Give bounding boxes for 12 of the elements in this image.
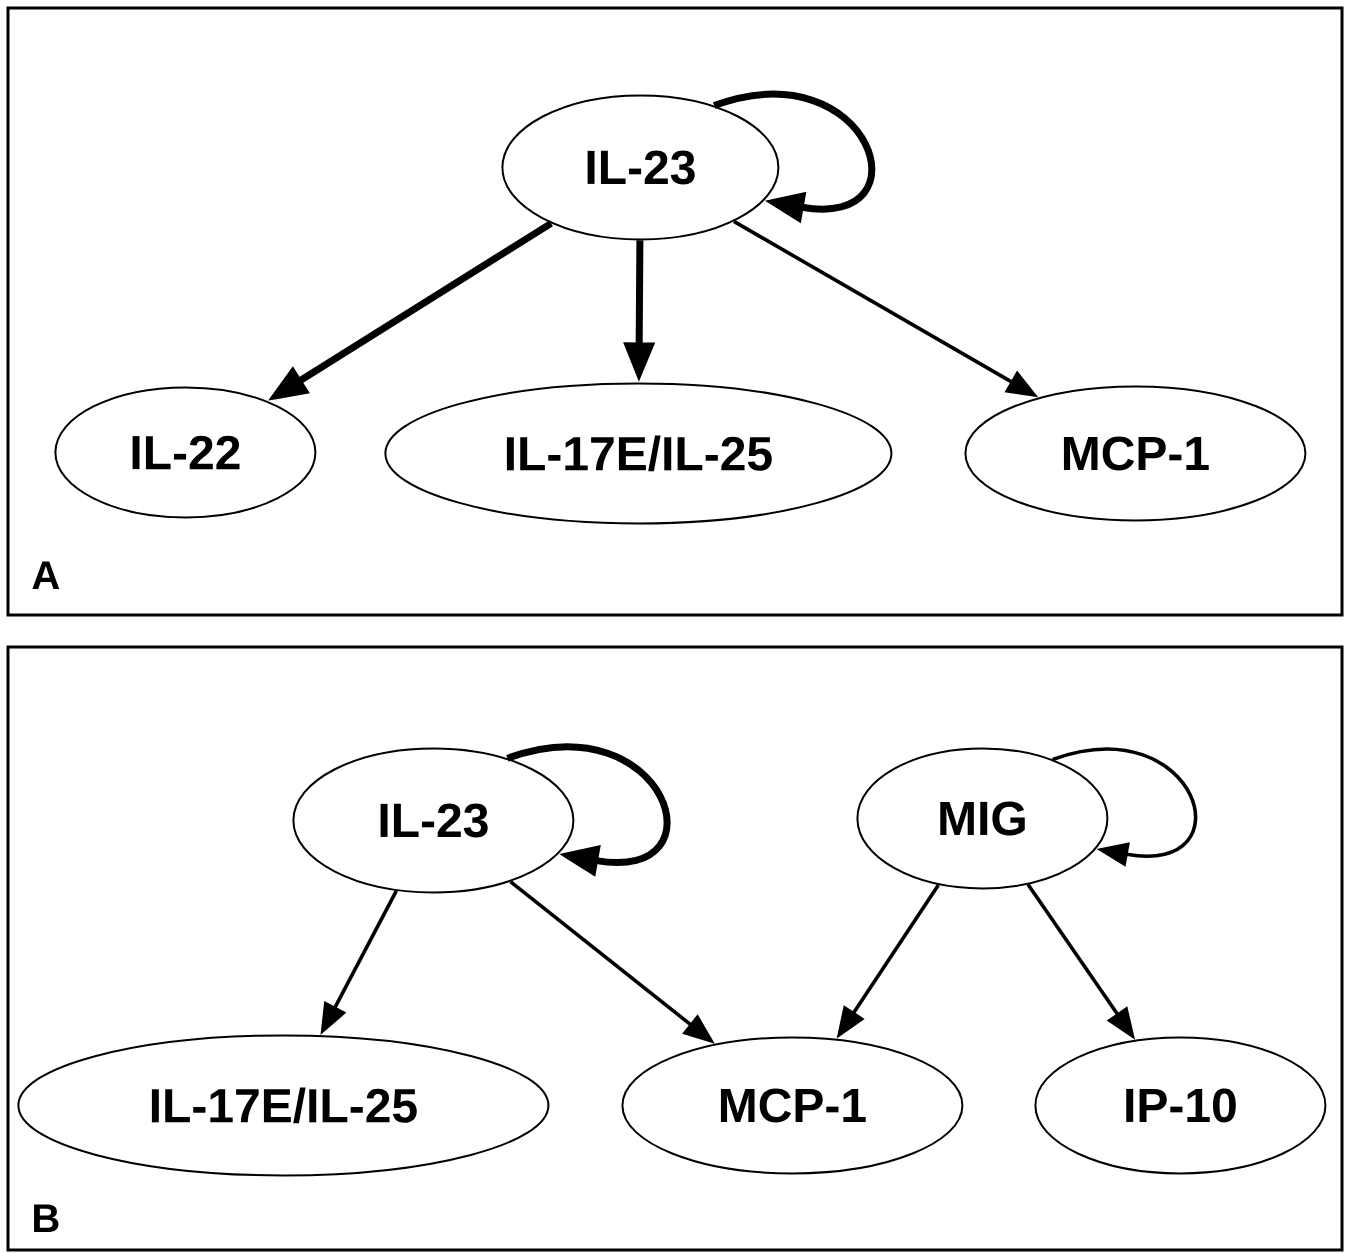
ellipse-node: IP-10	[1034, 1036, 1327, 1175]
arrow	[506, 743, 670, 877]
ellipse-node: MCP-1	[964, 385, 1307, 522]
arrow	[1052, 747, 1197, 867]
ellipse-node: MIG	[856, 747, 1109, 890]
ellipse-node: IL-22	[54, 386, 317, 519]
ellipse-node: IL-17E/IL-25	[17, 1034, 550, 1177]
ellipse-node: MCP-1	[621, 1036, 964, 1175]
ellipse-node: IL-23	[292, 747, 575, 894]
arrow	[713, 91, 875, 224]
ellipse-node: IL-23	[501, 94, 780, 241]
ellipse-node: IL-17E/IL-25	[384, 382, 893, 525]
